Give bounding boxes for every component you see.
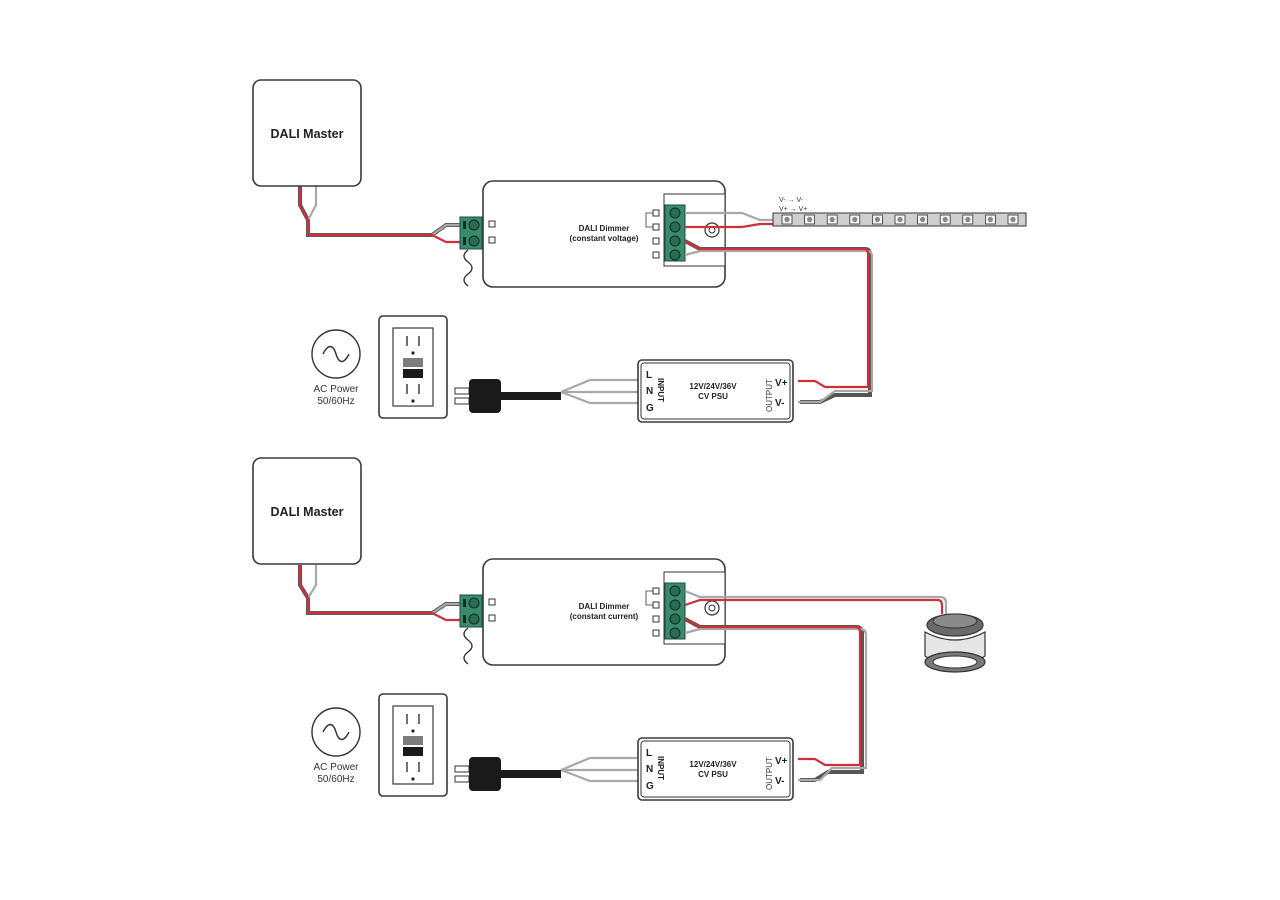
psu-pin-vminus: V-	[775, 776, 784, 787]
led-emitter	[784, 216, 790, 223]
cv-psu: L N G INPUT 12V/24V/36V CV PSU OUTPUT V+…	[637, 359, 794, 423]
wall-outlet	[378, 315, 448, 419]
led-emitter	[807, 216, 813, 223]
strip-legend-2: V+ → V+	[779, 206, 807, 213]
wall-outlet	[378, 693, 448, 797]
psu-output-label: OUTPUT	[765, 379, 774, 412]
dimmer-subtitle: (constant current)	[570, 612, 639, 621]
led-emitter	[920, 216, 926, 223]
dali-master-label: DALI Master	[271, 505, 344, 519]
psu-pin-n: N	[646, 764, 653, 775]
psu-pin-vplus: V+	[775, 378, 788, 389]
dali-bus-terminal	[459, 594, 483, 628]
psu-type: CV PSU	[698, 392, 728, 401]
led-emitter	[987, 216, 994, 223]
led-emitter	[852, 216, 858, 223]
ac-power-label: AC Power	[313, 384, 359, 395]
ac-power-symbol: AC Power 50/60Hz	[311, 329, 361, 407]
ac-power-label: AC Power	[313, 762, 359, 773]
dali-master-box: DALI Master	[252, 457, 362, 565]
dali-dimmer-cc: DALI Dimmer (constant current)	[459, 558, 726, 666]
power-plug	[454, 378, 562, 414]
dimmer-title: DALI Dimmer	[579, 224, 630, 233]
output-terminal	[664, 204, 686, 262]
led-emitter	[942, 216, 948, 223]
section-constant-current: DALI Master DALI Dimmer (constant curren…	[252, 457, 986, 801]
psu-pin-l: L	[646, 370, 652, 381]
psu-output-label: OUTPUT	[765, 757, 774, 790]
psu-pin-n: N	[646, 386, 653, 397]
psu-rating: 12V/24V/36V	[689, 760, 737, 769]
ac-frequency-label: 50/60Hz	[317, 396, 354, 407]
dali-dimmer-cv: DALI Dimmer (constant voltage)	[459, 180, 726, 288]
led-emitter	[897, 216, 903, 223]
psu-input-label: INPUT	[656, 378, 665, 402]
dimmer-subtitle: (constant voltage)	[570, 234, 639, 243]
psu-pin-vminus: V-	[775, 398, 784, 409]
psu-pin-l: L	[646, 748, 652, 759]
power-plug	[454, 756, 562, 792]
dimmer-title: DALI Dimmer	[579, 602, 630, 611]
led-emitter	[874, 216, 881, 223]
section-constant-voltage: DALI Master DALI Dimmer (constant voltag…	[252, 79, 1027, 423]
dali-bus-terminal	[459, 216, 483, 250]
led-strip: V- → V- V+ → V+	[772, 197, 1027, 227]
dali-master-box: DALI Master	[252, 79, 362, 187]
strip-legend-1: V- → V-	[779, 197, 804, 204]
led-emitter	[965, 216, 971, 223]
cv-psu: L N G INPUT 12V/24V/36V CV PSU OUTPUT V+…	[637, 737, 794, 801]
ac-frequency-label: 50/60Hz	[317, 774, 354, 785]
ac-power-symbol: AC Power 50/60Hz	[311, 707, 361, 785]
led-downlight	[924, 613, 986, 673]
output-terminal	[664, 582, 686, 640]
led-emitter	[1010, 216, 1016, 223]
psu-pin-vplus: V+	[775, 756, 788, 767]
psu-input-label: INPUT	[656, 756, 665, 780]
led-emitter	[829, 216, 835, 223]
psu-pin-g: G	[646, 403, 654, 414]
psu-pin-g: G	[646, 781, 654, 792]
dali-master-label: DALI Master	[271, 127, 344, 141]
psu-type: CV PSU	[698, 770, 728, 779]
psu-rating: 12V/24V/36V	[689, 382, 737, 391]
